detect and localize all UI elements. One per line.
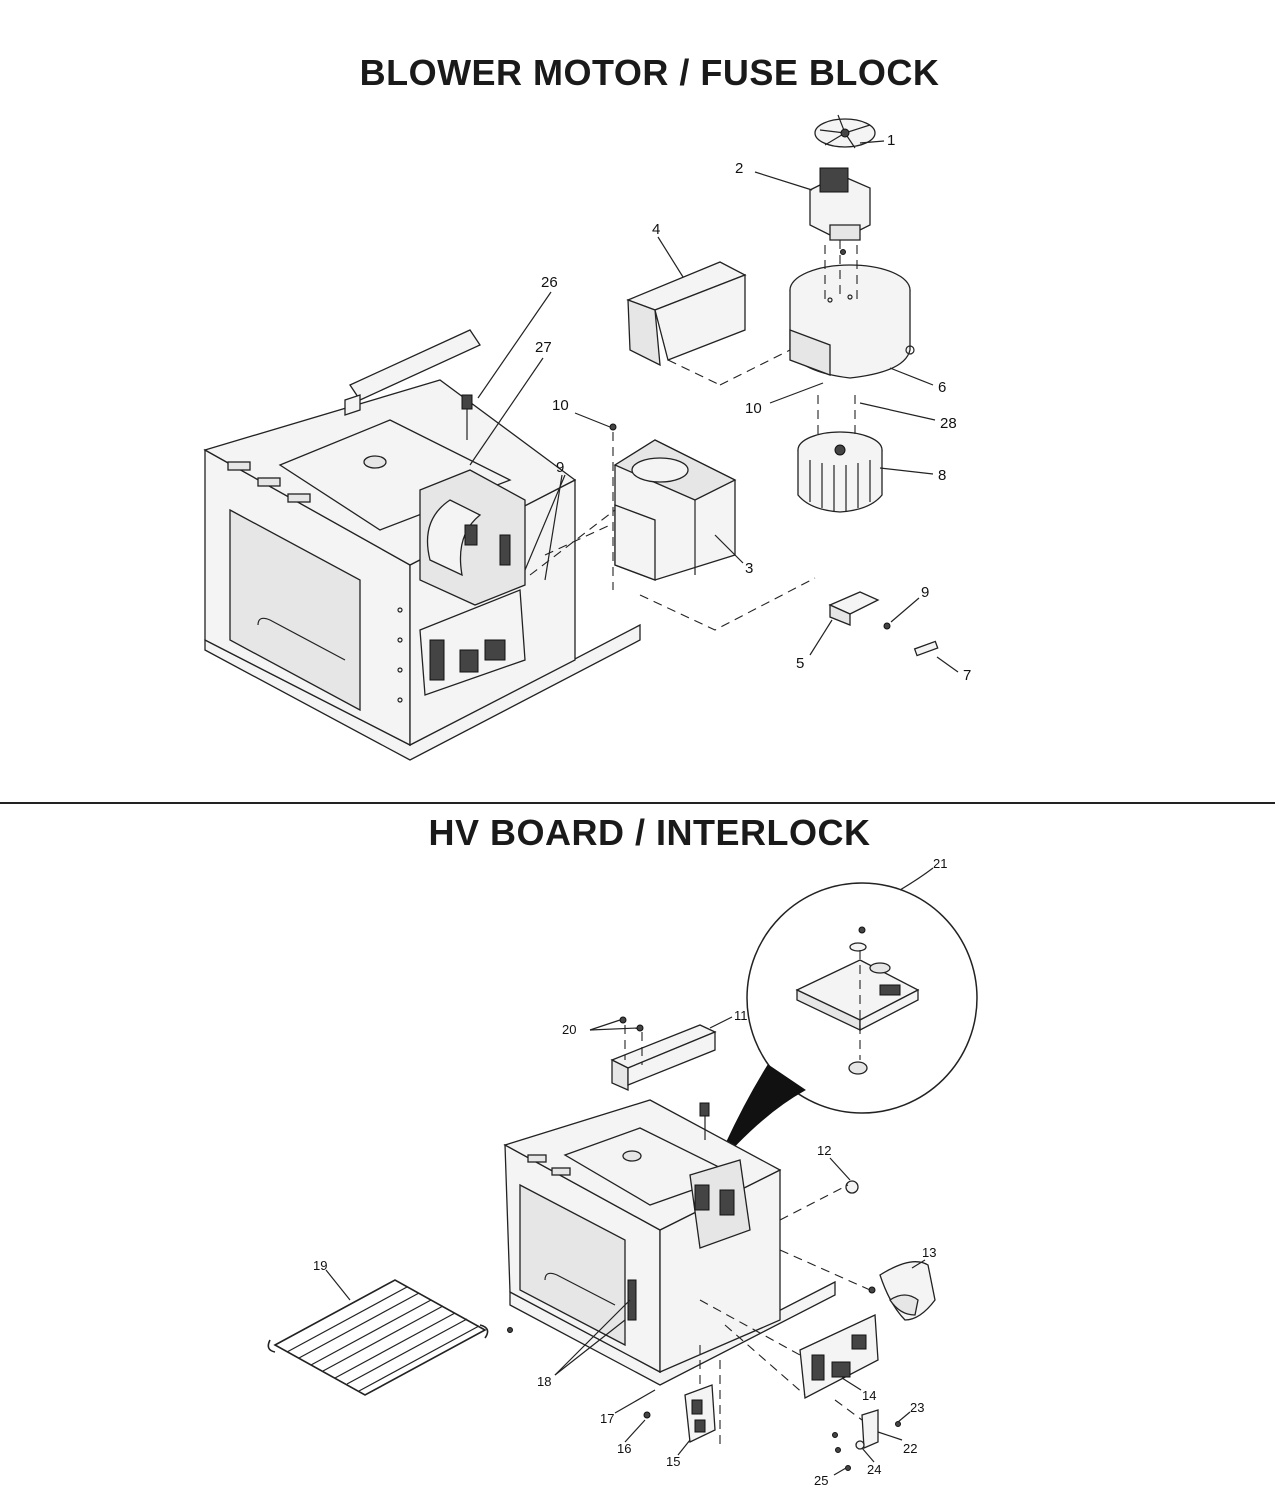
blower-wheel-part — [797, 431, 883, 513]
callout-17: 17 — [600, 1411, 614, 1426]
callout-19: 19 — [313, 1258, 327, 1273]
oven-rack-part — [267, 1279, 489, 1396]
callout-9b: 9 — [921, 584, 929, 601]
section-title-hv-board: HV BOARD / INTERLOCK — [428, 812, 871, 853]
hv-board-part — [799, 1314, 879, 1400]
callout-27: 27 — [535, 339, 552, 356]
callout-13: 13 — [922, 1245, 936, 1260]
callout-6: 6 — [938, 379, 946, 396]
callout-16: 16 — [617, 1441, 631, 1456]
bracket-part — [610, 1016, 717, 1091]
fuse-block-part — [828, 591, 939, 657]
callout-15: 15 — [666, 1454, 680, 1469]
callout-28: 28 — [940, 415, 957, 432]
callout-3: 3 — [745, 560, 753, 577]
screw-front-part — [507, 1327, 513, 1333]
leader-lines-top — [469, 140, 959, 673]
callout-11: 11 — [734, 1008, 748, 1023]
bottom-chassis-drawing — [503, 1099, 836, 1386]
callout-23: 23 — [910, 1400, 924, 1415]
top-chassis-drawing — [203, 329, 641, 761]
callout-5: 5 — [796, 655, 804, 672]
callout-2: 2 — [735, 160, 743, 177]
callout-10b: 10 — [745, 400, 762, 417]
blower-duct-part — [613, 439, 737, 581]
assembly-lines-top — [529, 240, 858, 631]
screw-10-part — [609, 423, 617, 431]
callout-12: 12 — [817, 1143, 831, 1158]
callout-1: 1 — [887, 132, 895, 149]
callout-8: 8 — [938, 467, 946, 484]
section-divider — [0, 802, 1275, 804]
section-title-blower-motor: BLOWER MOTOR / FUSE BLOCK — [359, 52, 940, 93]
callout-21: 21 — [933, 856, 947, 871]
callout-10a: 10 — [552, 397, 569, 414]
blower-motor-part — [809, 167, 871, 241]
callout-4: 4 — [652, 221, 660, 238]
callout-20: 20 — [562, 1022, 576, 1037]
cover-13-part — [868, 1261, 936, 1321]
leader-lines-bottom — [325, 867, 934, 1476]
blower-housing-part — [789, 264, 915, 379]
assembly-lines-bottom — [624, 1025, 871, 1450]
callout-9a: 9 — [556, 459, 564, 476]
bracket-22-part — [832, 1409, 901, 1471]
callout-25: 25 — [814, 1473, 828, 1488]
callout-22: 22 — [903, 1441, 917, 1456]
nut-12-part — [845, 1180, 859, 1194]
detail-magnifier-hv-board — [714, 882, 978, 1169]
callout-14: 14 — [862, 1388, 876, 1403]
callout-7: 7 — [963, 667, 971, 684]
screw-motor-part — [840, 249, 846, 255]
callout-24: 24 — [867, 1462, 881, 1477]
screw-16-part — [643, 1411, 651, 1419]
callout-26: 26 — [541, 274, 558, 291]
duct-cover-part — [626, 261, 747, 367]
interlock-switch-part — [684, 1384, 716, 1443]
callout-18: 18 — [537, 1374, 551, 1389]
fan-blade-part — [814, 114, 876, 149]
